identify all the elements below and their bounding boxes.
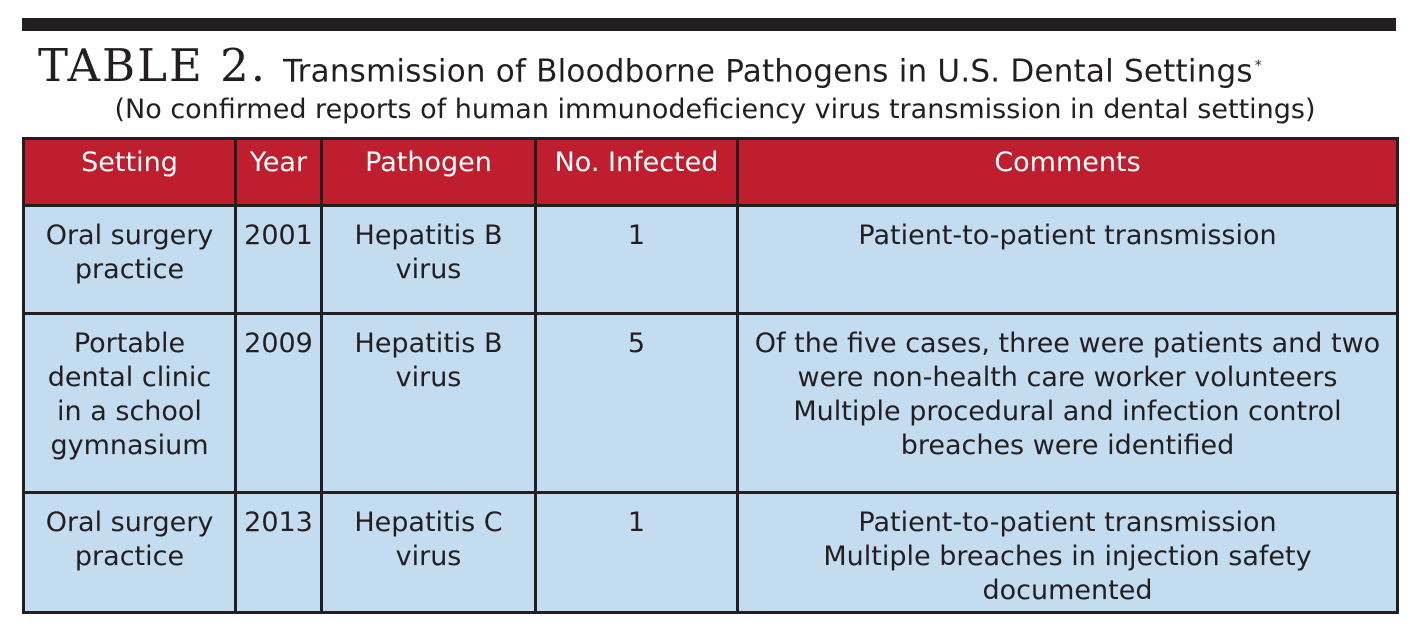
cell-no-infected: 1 — [534, 204, 739, 315]
cell-year: 2009 — [234, 312, 323, 494]
column-header-setting: Setting — [22, 137, 237, 207]
table-row: Oral surgery practice 2001 Hepatitis B v… — [22, 204, 1399, 315]
cell-text: practice — [74, 254, 185, 285]
cell-setting: Portable dental clinic in a school gymna… — [22, 312, 237, 494]
cell-text: in a school — [57, 396, 202, 427]
cell-text: Of the five cases, three were patients a… — [754, 328, 1381, 359]
cell-year: 2013 — [234, 491, 323, 614]
top-rule — [22, 18, 1396, 31]
cell-text: virus — [395, 254, 462, 285]
table-row: Portable dental clinic in a school gymna… — [22, 312, 1399, 494]
cell-text: 2009 — [244, 328, 313, 359]
cell-text: Hepatitis B — [354, 328, 503, 359]
cell-text: Hepatitis B — [354, 220, 503, 251]
table-number: TABLE 2. — [38, 39, 268, 93]
header-row: Setting Year Pathogen No. Infected Comme… — [22, 137, 1399, 207]
table-title-text: Transmission of Bloodborne Pathogens in … — [283, 53, 1253, 90]
cell-pathogen: Hepatitis C virus — [320, 491, 537, 614]
cell-text: 2013 — [244, 507, 313, 538]
cell-text: were non-health care worker volunteers — [797, 362, 1338, 393]
cell-no-infected: 5 — [534, 312, 739, 494]
cell-text: 2001 — [244, 220, 313, 251]
cell-comments: Patient-to-patient transmission — [736, 204, 1399, 315]
table-row: Oral surgery practice 2013 Hepatitis C v… — [22, 491, 1399, 614]
cell-setting: Oral surgery practice — [22, 204, 237, 315]
cell-text: Multiple breaches in injection safety do… — [823, 541, 1312, 606]
cell-comments: Of the five cases, three were patients a… — [736, 312, 1399, 494]
cell-text: 1 — [627, 507, 646, 538]
cell-year: 2001 — [234, 204, 323, 315]
cell-text: Portable — [73, 328, 186, 359]
cell-no-infected: 1 — [534, 491, 739, 614]
cell-comments: Patient-to-patient transmission Multiple… — [736, 491, 1399, 614]
table-subtitle: (No confirmed reports of human immunodef… — [114, 94, 1316, 125]
cell-text: gymnasium — [50, 430, 209, 461]
column-header-no-infected: No. Infected — [534, 137, 739, 207]
cell-text: Oral surgery — [45, 220, 214, 251]
cell-text: practice — [74, 541, 185, 572]
cell-text: virus — [395, 541, 462, 572]
column-header-year: Year — [234, 137, 323, 207]
cell-setting: Oral surgery practice — [22, 491, 237, 614]
table-heading: TABLE 2. Transmission of Bloodborne Path… — [38, 38, 1262, 94]
cell-text: 5 — [627, 328, 646, 359]
cell-text: breaches were identified — [900, 430, 1235, 461]
table-title: Transmission of Bloodborne Pathogens in … — [283, 38, 1262, 99]
cell-text: virus — [395, 362, 462, 393]
column-header-pathogen: Pathogen — [320, 137, 537, 207]
cell-pathogen: Hepatitis B virus — [320, 204, 537, 315]
transmission-table: Setting Year Pathogen No. Infected Comme… — [22, 137, 1399, 614]
cell-text: Hepatitis C — [354, 507, 503, 538]
cell-text: dental clinic — [47, 362, 212, 393]
cell-text: Patient-to-patient transmission — [858, 220, 1277, 251]
cell-text: Multiple procedural and infection contro… — [793, 396, 1342, 427]
cell-pathogen: Hepatitis B virus — [320, 312, 537, 494]
cell-text: 1 — [627, 220, 646, 251]
footnote-mark: * — [1254, 58, 1262, 74]
column-header-comments: Comments — [736, 137, 1399, 207]
cell-text: Patient-to-patient transmission — [858, 507, 1277, 538]
cell-text: Oral surgery — [45, 507, 214, 538]
